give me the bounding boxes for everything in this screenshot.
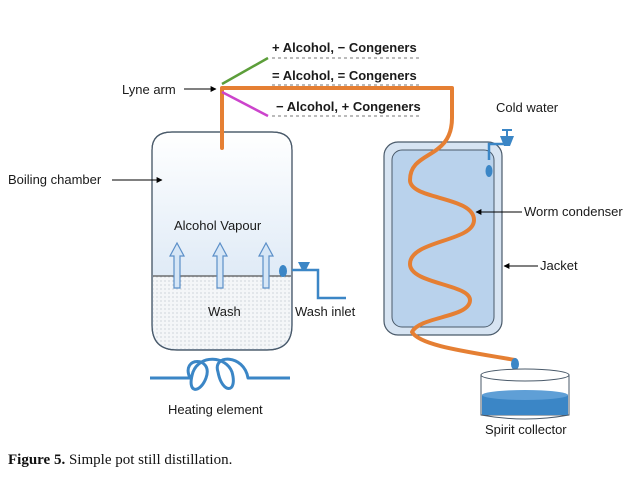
boiling-chamber-label: Boiling chamber [8, 172, 102, 187]
condenser-jacket [383, 141, 503, 336]
wash-liquid [153, 276, 291, 349]
minus-alcohol-label: − Alcohol, + Congeners [276, 99, 421, 114]
vapour-arrow-2 [211, 241, 229, 289]
alcohol-vapour-label: Alcohol Vapour [174, 218, 262, 233]
jacket-inner [391, 149, 495, 328]
spirit-collector-label: Spirit collector [485, 422, 567, 437]
vapour-arrows [168, 241, 275, 289]
cold-water-inlet [485, 129, 514, 177]
vapour-arrow-3 [257, 241, 275, 289]
wash-inlet-label: Wash inlet [295, 304, 356, 319]
wash-label: Wash [208, 304, 241, 319]
heating-coil [150, 357, 290, 391]
collected-spirit [482, 395, 568, 415]
cold-water-label: Cold water [496, 100, 559, 115]
caption-text: Simple pot still distillation. [65, 452, 233, 468]
equal-alcohol-label: = Alcohol, = Congeners [272, 68, 417, 83]
caption-prefix: Figure 5. [8, 452, 66, 468]
collector-drop [511, 358, 519, 370]
figure-caption: Figure 5. Simple pot still distillation. [8, 452, 232, 469]
vapour-path [220, 86, 517, 362]
heating-element [150, 357, 290, 391]
worm-condenser-label: Worm condenser [524, 204, 623, 219]
lyne-arm-label: Lyne arm [122, 82, 176, 97]
spirit-collector [480, 358, 570, 420]
minus-alcohol-line [221, 90, 269, 118]
wash-inlet-pipe [279, 262, 346, 300]
heating-element-label: Heating element [168, 402, 263, 417]
plus-alcohol-line [221, 56, 269, 86]
vapour-arrow-1 [168, 241, 186, 289]
cold-water-nozzle [485, 165, 493, 177]
wash-inlet-nozzle [279, 265, 287, 277]
cold-water-valve-icon [500, 136, 514, 146]
wash-inlet-valve-icon [298, 262, 310, 270]
plus-alcohol-label: + Alcohol, − Congeners [272, 40, 417, 55]
jacket-label: Jacket [540, 258, 578, 273]
